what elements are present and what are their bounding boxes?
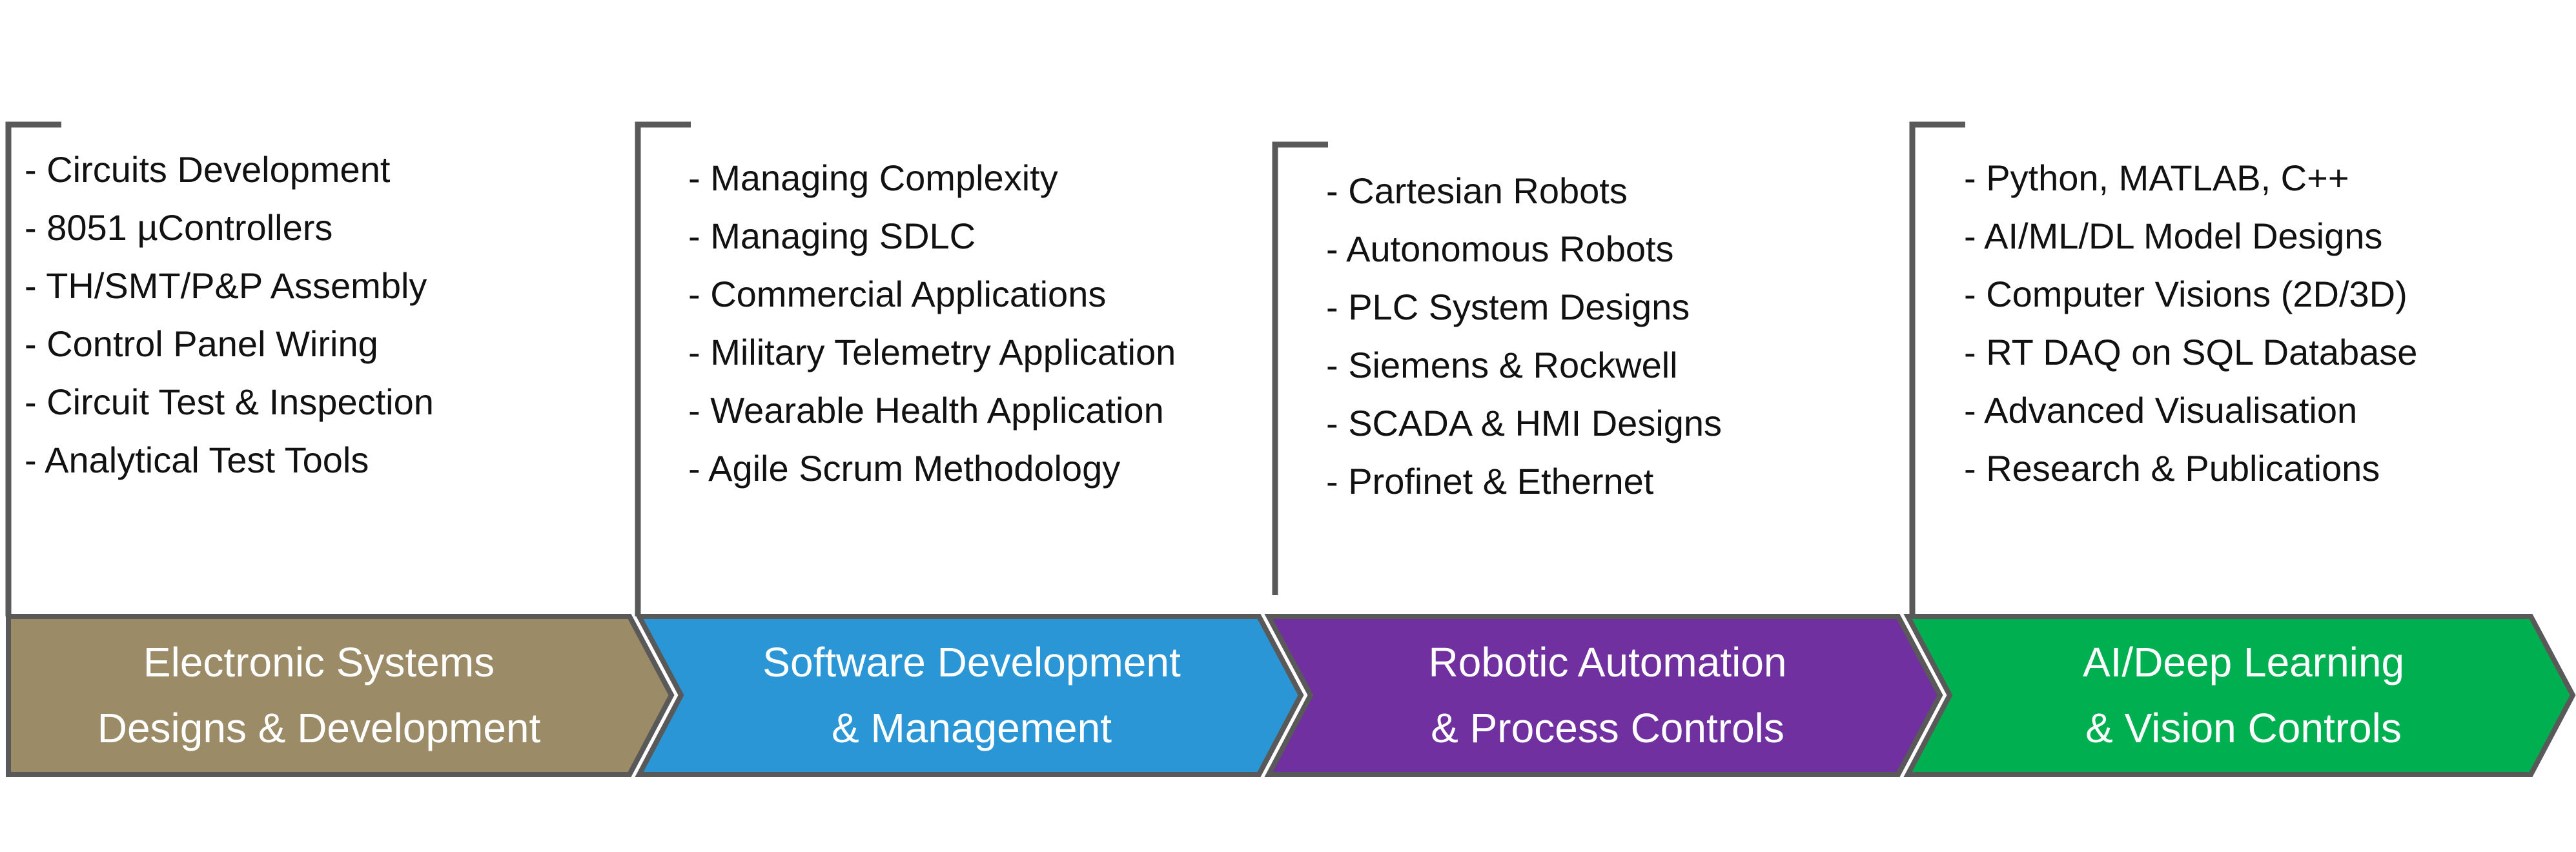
skill-item: - TH/SMT/P&P Assembly <box>25 265 427 306</box>
stage-title-line: & Process Controls <box>1431 705 1784 751</box>
skill-item: - Computer Visions (2D/3D) <box>1964 274 2407 314</box>
skill-item: - Research & Publications <box>1964 448 2380 489</box>
stage-title-line: & Vision Controls <box>2085 705 2402 751</box>
stage-title-line: & Management <box>831 705 1112 751</box>
skill-item: - PLC System Designs <box>1326 287 1690 327</box>
stage-title-line: Robotic Automation <box>1428 639 1787 685</box>
stage-arrow-1 <box>6 614 675 777</box>
stage-title-line: AI/Deep Learning <box>2082 639 2405 685</box>
skill-item: - Commercial Applications <box>688 274 1107 314</box>
bracket-4 <box>1909 121 1965 616</box>
skill-item: - Analytical Test Tools <box>25 440 369 480</box>
bracket-1 <box>5 121 61 616</box>
skill-item: - Managing SDLC <box>688 216 976 256</box>
stage-1-title: Electronic Systems Designs & Development <box>8 629 629 765</box>
bracket-2 <box>635 121 691 616</box>
stage-2-skills: - Managing Complexity - Managing SDLC - … <box>688 149 1176 498</box>
skill-item: - Wearable Health Application <box>688 390 1164 431</box>
stage-arrow-3 <box>1264 614 1943 777</box>
stage-arrow-2 <box>635 614 1304 777</box>
skill-item: - SCADA & HMI Designs <box>1326 403 1722 443</box>
skill-item: - Siemens & Rockwell <box>1326 345 1678 385</box>
skill-item: - Circuit Test & Inspection <box>25 381 434 422</box>
skill-item: - Python, MATLAB, C++ <box>1964 157 2349 198</box>
stage-title-line: Designs & Development <box>97 705 541 751</box>
skill-item: - Cartesian Robots <box>1326 170 1628 211</box>
stage-title-line: Electronic Systems <box>143 639 495 685</box>
stage-4-title: AI/Deep Learning & Vision Controls <box>1943 629 2544 765</box>
stage-1-skills: - Circuits Development - 8051 µControlle… <box>25 141 434 489</box>
skill-item: - Profinet & Ethernet <box>1326 461 1654 502</box>
stage-title-line: Software Development <box>762 639 1181 685</box>
skill-item: - Managing Complexity <box>688 157 1058 198</box>
stage-3-skills: - Cartesian Robots - Autonomous Robots -… <box>1326 162 1722 511</box>
skill-item: - Agile Scrum Methodology <box>688 448 1121 489</box>
skill-item: - Control Panel Wiring <box>25 323 378 364</box>
stage-4-skills: - Python, MATLAB, C++ - AI/ML/DL Model D… <box>1964 149 2417 498</box>
skill-item: - Advanced Visualisation <box>1964 390 2358 431</box>
stage-2-title: Software Development & Management <box>671 629 1272 765</box>
skill-item: - RT DAQ on SQL Database <box>1964 332 2418 372</box>
skill-item: - AI/ML/DL Model Designs <box>1964 216 2383 256</box>
skill-item: - 8051 µControllers <box>25 207 333 248</box>
bracket-3 <box>1272 141 1328 595</box>
stage-3-title: Robotic Automation & Process Controls <box>1304 629 1911 765</box>
skill-item: - Military Telemetry Application <box>688 332 1176 372</box>
skill-item: - Circuits Development <box>25 149 391 190</box>
skill-item: - Autonomous Robots <box>1326 228 1674 269</box>
stage-arrow-4 <box>1903 614 2576 777</box>
